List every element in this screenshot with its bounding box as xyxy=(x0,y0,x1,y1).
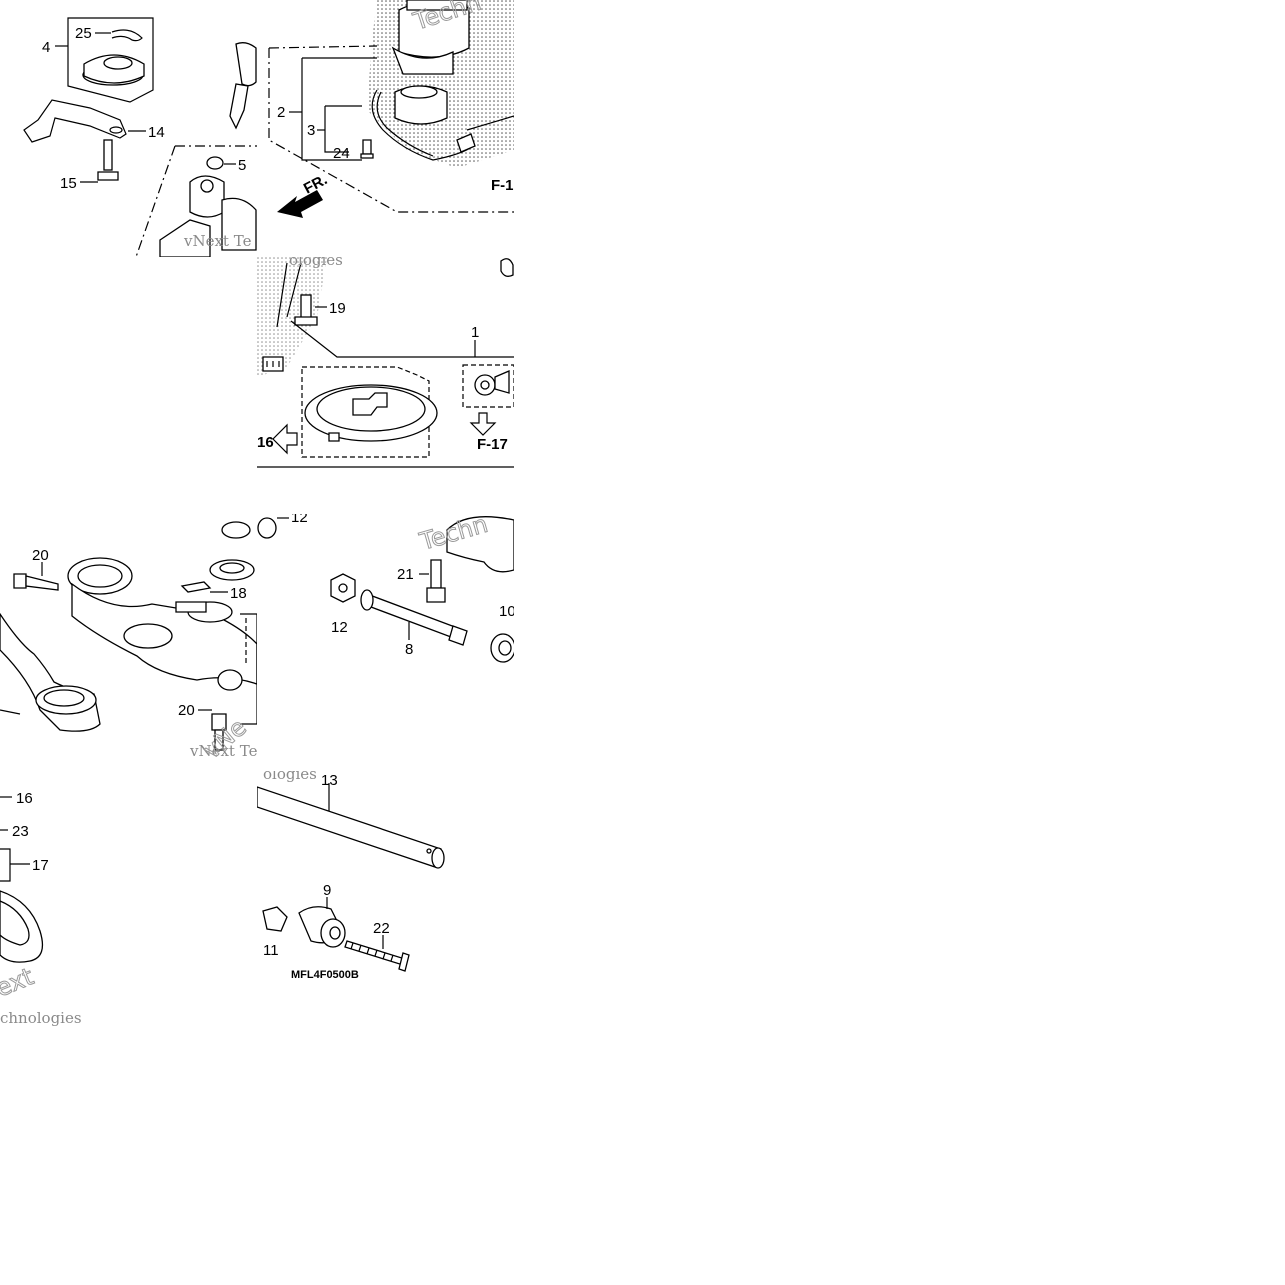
tile-pivot: 12 21 12 8 xyxy=(257,514,514,771)
connector-icon xyxy=(262,356,284,372)
bolt-icon xyxy=(211,713,227,751)
label-9: 9 xyxy=(323,882,331,899)
tile-middle: ologies 19 1 xyxy=(257,257,514,514)
ref-f1: F-1 xyxy=(491,177,514,194)
pipe-icon xyxy=(257,786,445,869)
switch-body-icon xyxy=(474,370,510,396)
direction-label: FR. xyxy=(301,171,330,197)
ignition-switch-assembly-icon xyxy=(391,0,470,75)
bolt-icon xyxy=(294,294,318,326)
collar-icon xyxy=(257,517,277,539)
label-1: 1 xyxy=(471,324,479,341)
label-16: 16 xyxy=(16,790,33,807)
watermark: ologies xyxy=(263,771,317,783)
long-screw-icon xyxy=(344,940,410,972)
front-direction-arrow-icon: FR. xyxy=(277,171,330,218)
bracket-icon xyxy=(446,516,514,573)
label-20-upper: 20 xyxy=(32,547,49,564)
label-23: 23 xyxy=(12,823,29,840)
label-25: 25 xyxy=(75,25,92,42)
watermark: ext xyxy=(0,962,37,1002)
bar-end-weight-icon xyxy=(298,906,346,948)
ignition-key-icon xyxy=(229,42,257,130)
label-13: 13 xyxy=(321,772,338,789)
label-5: 5 xyxy=(238,157,246,174)
label-19: 19 xyxy=(329,300,346,317)
watermark: chnologies xyxy=(0,1009,82,1027)
label-18: 18 xyxy=(230,585,247,602)
nut-icon xyxy=(330,573,356,603)
ignition-switch-icon xyxy=(159,175,257,257)
label-4: 4 xyxy=(42,39,50,56)
tile-top-bridge: 20 18 xyxy=(0,514,257,771)
label-2: 2 xyxy=(277,104,285,121)
label-11: 11 xyxy=(263,942,279,959)
screw-icon xyxy=(360,139,374,159)
top-bridge-icon xyxy=(67,557,257,691)
handlebar-end-icon xyxy=(0,890,44,963)
label-10: 10 xyxy=(499,603,514,620)
label-24: 24 xyxy=(333,145,350,162)
collar-icon xyxy=(221,521,251,539)
nut-icon xyxy=(490,633,514,663)
label-17: 17 xyxy=(32,857,49,874)
bolt-icon xyxy=(97,139,119,181)
watermark: vNext Tec xyxy=(189,742,257,760)
bracket-stay-icon xyxy=(23,99,127,143)
ref-f17: F-17 xyxy=(477,436,508,453)
label-15: 15 xyxy=(60,175,77,192)
sensor-unit-icon xyxy=(371,85,514,161)
bolt-icon xyxy=(426,559,446,603)
tile-top-left: 4 25 14 15 xyxy=(0,0,257,257)
cap-plate-icon xyxy=(304,384,438,442)
steering-stem-nut-icon xyxy=(82,54,145,86)
arrow-left-icon xyxy=(272,423,298,455)
pivot-shaft-icon xyxy=(360,589,468,646)
tile-top-right: 2 3 24 xyxy=(257,0,514,257)
watermark: vNext Te xyxy=(183,232,252,250)
plate-icon xyxy=(180,581,212,593)
label-12-upper: 12 xyxy=(291,514,308,526)
diagram-code: MFL4F0500B xyxy=(291,969,359,981)
clip-icon xyxy=(262,906,288,932)
tile-lower-left: 16 23 17 ext chnologies xyxy=(0,771,257,1028)
label-20-lower: 20 xyxy=(178,702,195,719)
label-21: 21 xyxy=(397,566,414,583)
o-ring-icon xyxy=(206,156,224,170)
label-22: 22 xyxy=(373,920,390,937)
tile-lower-middle: ologies 13 9 11 xyxy=(257,771,514,1028)
handlebar-clamp-icon xyxy=(0,612,101,732)
label-14: 14 xyxy=(148,124,165,141)
ref-16: 16 xyxy=(257,434,274,451)
arrow-down-icon xyxy=(469,412,497,436)
watermark: ologies xyxy=(289,257,343,269)
label-12-middle: 12 xyxy=(331,619,348,636)
label-8: 8 xyxy=(405,641,413,658)
label-3: 3 xyxy=(307,122,315,139)
bolt-icon xyxy=(13,573,59,591)
